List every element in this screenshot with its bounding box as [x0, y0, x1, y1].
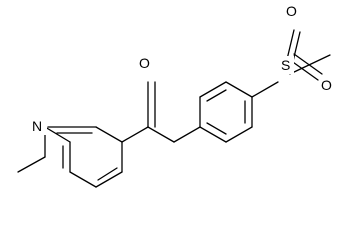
atom-carbonyl-oxygen: O — [139, 55, 150, 71]
atom-sulfonyl-oxygen-bottom: O — [321, 77, 332, 93]
bond-c4-c5-inner — [97, 167, 118, 181]
ketone-linker — [121, 81, 201, 143]
molecule-structure: O N S O O — [17, 3, 332, 188]
bond-phenyl-s — [251, 81, 279, 98]
bond-ch2-phenyl — [173, 126, 201, 143]
benzene-ring — [199, 81, 253, 143]
bond-carbonyl-ch2 — [147, 126, 175, 143]
bond-ring-carbonyl — [121, 126, 149, 143]
atom-sulfonyl-oxygen-top: O — [286, 3, 297, 19]
pyridine-ring — [44, 126, 123, 188]
bond-b6-b1 — [199, 126, 227, 143]
bond-b2-b3-inner — [206, 89, 227, 102]
atom-pyridine-nitrogen: N — [32, 118, 42, 134]
bond-b3-b4 — [225, 81, 253, 98]
bond-methyl-pyridine — [17, 156, 46, 173]
atom-sulfur: S — [281, 57, 290, 73]
bond-n-c2 — [44, 126, 71, 143]
bond-s-o-bottom — [289, 59, 319, 81]
bond-c3-c4 — [69, 171, 97, 188]
bond-s-o-bottom-double — [293, 53, 323, 75]
bond-b2-b3 — [199, 81, 227, 98]
bond-s-methyl — [291, 54, 331, 74]
bond-b6-b1-inner — [206, 122, 227, 135]
bond-b5-b6 — [225, 126, 253, 143]
bond-c6-c7 — [95, 126, 123, 143]
bond-c4-c5 — [95, 171, 123, 188]
